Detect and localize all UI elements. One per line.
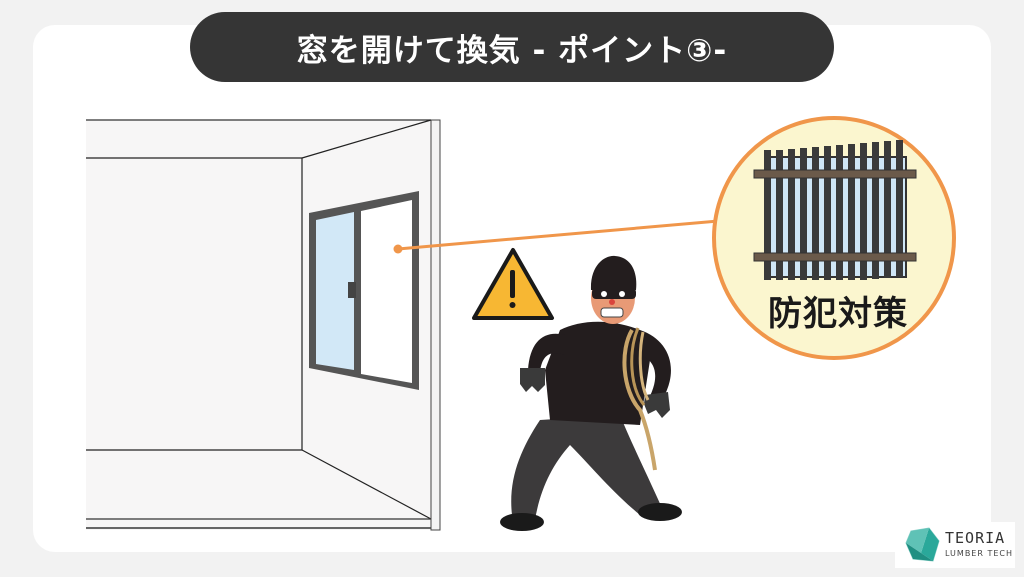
page-title: 窓を開けて換気 - ポイント③-: [296, 32, 728, 69]
callout-anchor-dot: [393, 244, 403, 254]
teoria-logo: TEORIA LUMBER TECH: [895, 522, 1015, 568]
teoria-logo-icon: [905, 527, 940, 562]
callout-connector: [397, 218, 731, 251]
logo-name: TEORIA: [945, 529, 1006, 547]
security-callout: [712, 116, 956, 360]
warning-triangle-icon: [472, 248, 554, 320]
window-illustration: [309, 191, 419, 390]
burglar-figure: [500, 255, 682, 531]
window-grille-icon: [753, 140, 917, 280]
logo-subtitle: LUMBER TECH: [945, 549, 1014, 558]
security-callout-label: 防犯対策: [768, 294, 908, 334]
title-banner: 窓を開けて換気 - ポイント③-: [190, 12, 834, 82]
